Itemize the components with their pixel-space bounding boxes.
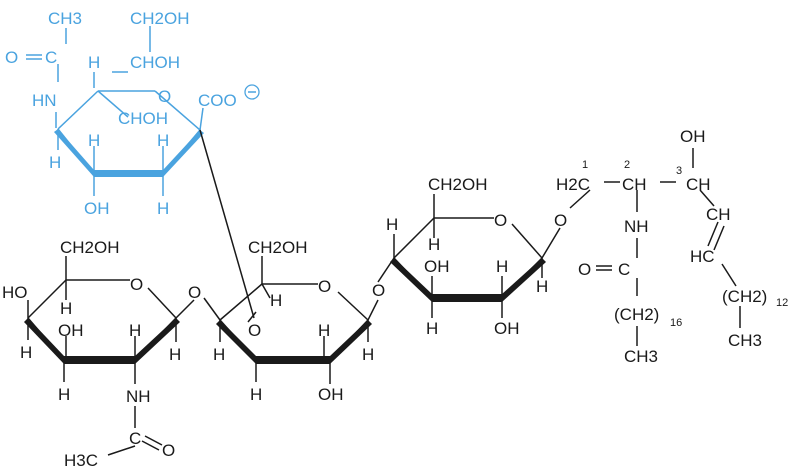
sialic-ch2oh: CH2OH bbox=[130, 9, 190, 28]
glucose-ring-o: O bbox=[494, 211, 507, 230]
galnac-h-upper: H bbox=[60, 299, 72, 318]
ceramide-n3: 3 bbox=[676, 165, 682, 177]
sialic-carbonyl-o: O bbox=[5, 48, 18, 67]
galnac-methyl: H3C bbox=[64, 451, 98, 470]
galnac-acyl-o: O bbox=[162, 441, 175, 460]
galactose-link-o: O bbox=[188, 283, 201, 302]
sialic-ring-o: O bbox=[158, 87, 171, 106]
sialic-oh-bottom: OH bbox=[84, 199, 110, 218]
galnac-h-left-low: H bbox=[20, 343, 32, 362]
galnac-nh: NH bbox=[126, 387, 151, 406]
ceramide-c3: CH bbox=[686, 175, 711, 194]
ceramide-acyl-end: CH3 bbox=[624, 347, 658, 366]
sialic-choh-lower: CHOH bbox=[118, 109, 168, 128]
glucose-h-bottom: H bbox=[426, 319, 438, 338]
negative-charge-icon bbox=[244, 84, 260, 100]
ceramide-n2: 2 bbox=[624, 159, 630, 171]
sialic-nh: HN bbox=[32, 91, 57, 110]
galactose-h-c4: H bbox=[270, 291, 282, 310]
glucose-h-c2: H bbox=[496, 257, 508, 276]
ceramide-chain-end: CH3 bbox=[728, 331, 762, 350]
ceramide-acyl-n: 16 bbox=[670, 317, 682, 329]
galnac-ring-o: O bbox=[130, 275, 143, 294]
ceramide-acyl-c: C bbox=[618, 260, 630, 279]
ceramide-chain-n: 12 bbox=[776, 297, 788, 309]
sialic-h-bottom-right: H bbox=[157, 199, 169, 218]
glucose-ch2oh: CH2OH bbox=[428, 175, 488, 194]
galactose-oh-bottom: OH bbox=[318, 385, 344, 404]
sialic-h-right-top: H bbox=[157, 131, 169, 150]
glucose-oh-bottom: OH bbox=[494, 319, 520, 338]
galactose-unit: CH2OH O H O O H H H H OH bbox=[188, 238, 379, 404]
sialic-h-c4: H bbox=[88, 53, 100, 72]
glucose-h-c4: H bbox=[428, 235, 440, 254]
galactose-h-bottom-left: H bbox=[250, 385, 262, 404]
galnac-unit: CH2OH O HO H OH H H H H NH C O H3C bbox=[2, 238, 195, 470]
ceramide-oh: OH bbox=[680, 127, 706, 146]
sialic-acid-unit: CH3 O C HN CH2OH CHOH H O COO CHOH H H H… bbox=[5, 9, 260, 218]
glucose-glyc-o: O bbox=[554, 211, 567, 230]
ceramide-carbonyl-o: O bbox=[578, 260, 591, 279]
galnac-h-inner: H bbox=[129, 321, 141, 340]
galactose-sialyl-o: O bbox=[248, 321, 261, 340]
galnac-h-bottom: H bbox=[58, 385, 70, 404]
galnac-ho-left: HO bbox=[2, 283, 28, 302]
ceramide-nh: NH bbox=[624, 217, 649, 236]
galactose-h-left: H bbox=[213, 345, 225, 364]
galactose-h-right: H bbox=[362, 345, 374, 364]
sialic-h-left: H bbox=[49, 153, 61, 172]
ceramide-c2: CH bbox=[622, 175, 647, 194]
glucose-unit: CH2OH O H H O OH H H H OH O bbox=[372, 175, 567, 338]
ceramide-acyl-chain: (CH2) bbox=[614, 305, 659, 324]
sialic-methyl: CH3 bbox=[48, 9, 82, 28]
galnac-h-c1: H bbox=[169, 345, 181, 364]
galnac-oh-inner: OH bbox=[58, 321, 84, 340]
galactose-ch2oh: CH2OH bbox=[248, 238, 308, 257]
ceramide-c1: H2C bbox=[556, 175, 590, 194]
galactose-h-inner: H bbox=[318, 321, 330, 340]
sialic-h-mid: H bbox=[88, 131, 100, 150]
sialic-acyl-c: C bbox=[45, 48, 57, 67]
glucose-link-o: O bbox=[372, 281, 385, 300]
ceramide-chain: (CH2) bbox=[722, 287, 767, 306]
glucose-h-c1: H bbox=[536, 277, 548, 296]
ceramide-vinyl2: HC bbox=[690, 247, 715, 266]
galnac-ch2oh: CH2OH bbox=[60, 238, 120, 257]
glucose-oh-c3: OH bbox=[424, 257, 450, 276]
ceramide-unit: H2C 1 CH 2 CH 3 OH NH O C (CH2) 16 CH3 C… bbox=[556, 127, 788, 366]
ceramide-vinyl1: CH bbox=[706, 205, 731, 224]
galnac-acyl-c: C bbox=[129, 429, 141, 448]
sialic-carboxylate: COO bbox=[198, 91, 237, 110]
sialic-choh-upper: CHOH bbox=[130, 53, 180, 72]
galactose-ring-o: O bbox=[318, 277, 331, 296]
glucose-h-left: H bbox=[386, 215, 398, 234]
ceramide-n1: 1 bbox=[582, 159, 588, 171]
